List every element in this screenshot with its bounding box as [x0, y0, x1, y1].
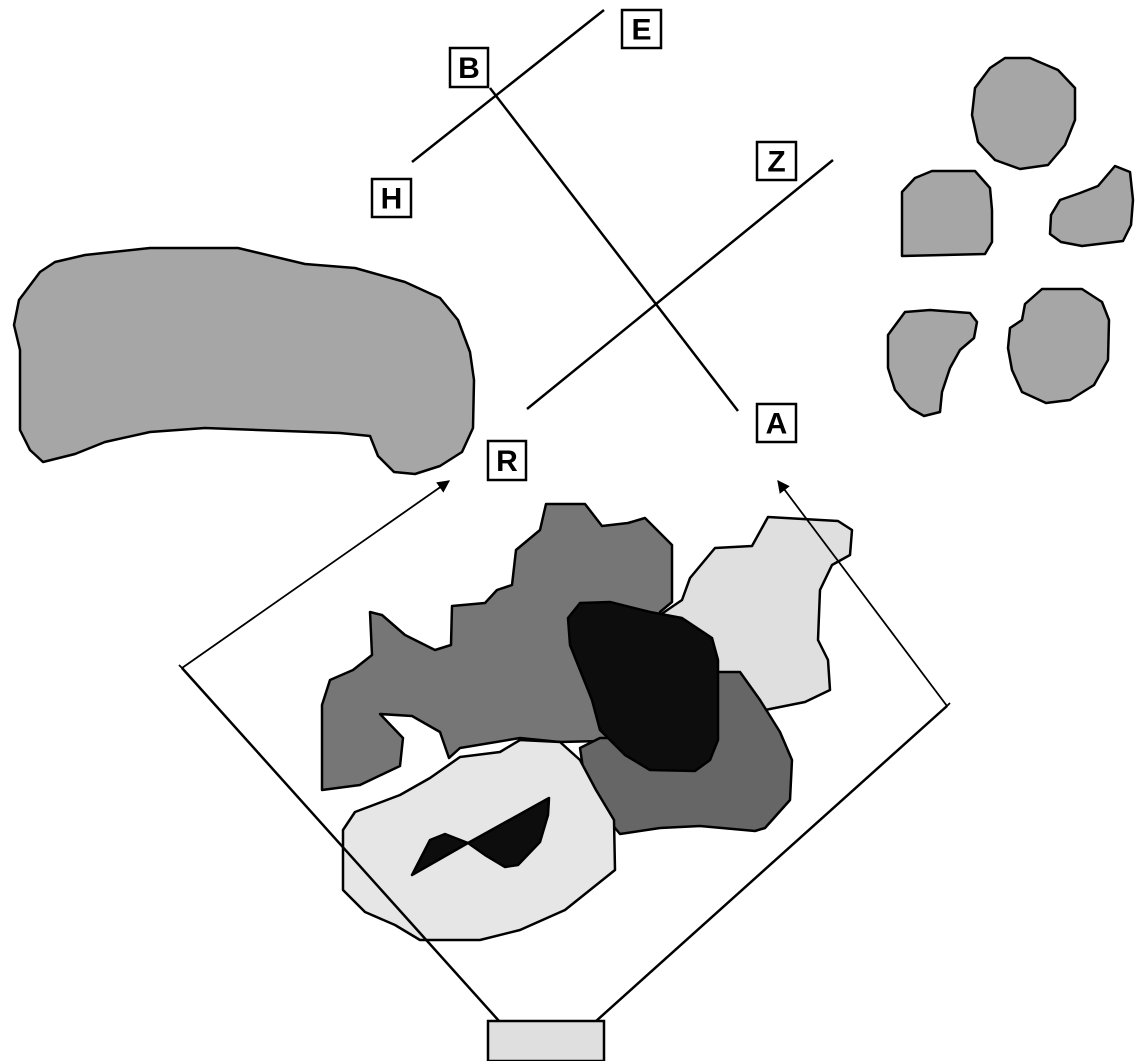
label-r: R — [488, 441, 526, 480]
label-e-text: E — [631, 14, 651, 47]
label-h-text: H — [381, 183, 403, 216]
small-blob-5 — [1008, 289, 1109, 403]
small-blob-2 — [902, 171, 992, 256]
label-a-text: A — [766, 408, 788, 441]
small-blob-4 — [888, 310, 977, 416]
label-z: Z — [757, 142, 796, 180]
label-z-text: Z — [767, 146, 785, 179]
label-r-text: R — [496, 445, 518, 478]
kidney-shape — [14, 248, 474, 474]
label-a: A — [757, 404, 796, 442]
bottom-light-rect — [488, 1021, 604, 1061]
small-blob-1 — [972, 58, 1075, 169]
label-b: B — [450, 48, 488, 87]
label-e: E — [622, 10, 661, 48]
line-h-e — [412, 10, 604, 162]
small-blob-3 — [1050, 166, 1133, 246]
label-h: H — [372, 179, 411, 217]
label-b-text: B — [458, 52, 480, 85]
line-b-a — [490, 88, 738, 411]
